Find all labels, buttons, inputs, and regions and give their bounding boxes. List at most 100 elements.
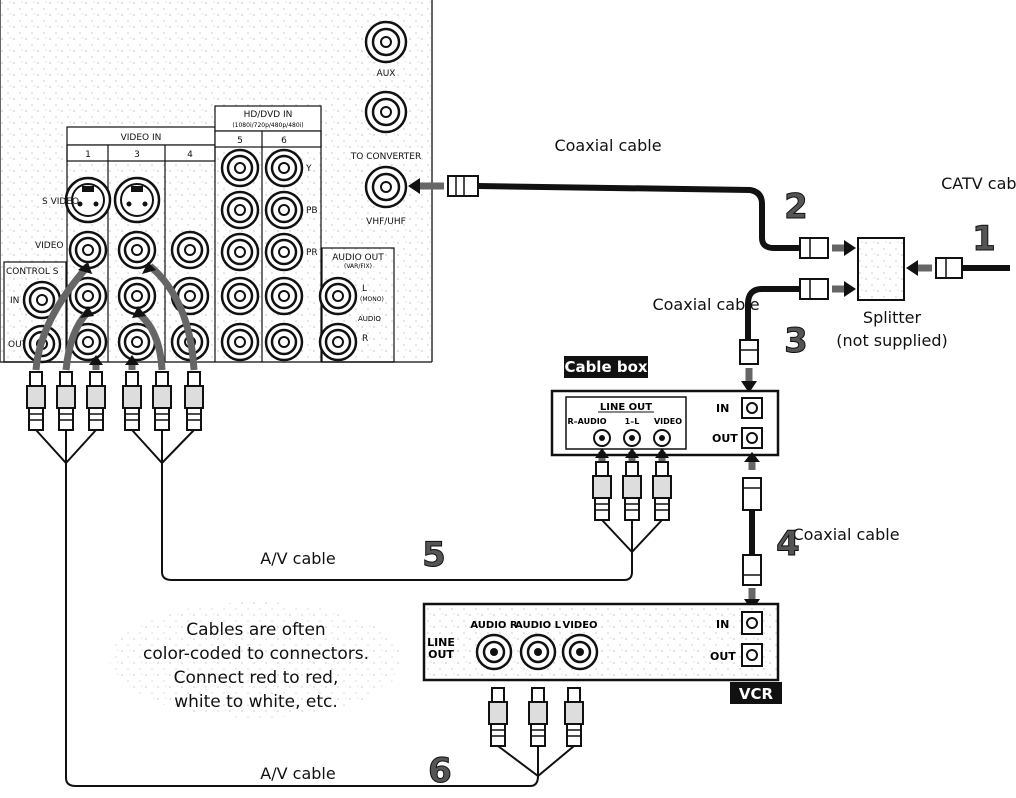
vcr-line-out-label: OUT (428, 648, 454, 661)
coax-plug-tv (408, 175, 479, 197)
s-video-jack-1[interactable] (64, 176, 112, 224)
cable-box-l-audio-label: 1–L (625, 417, 640, 426)
vhf-uhf-label: VHF/UHF (366, 217, 406, 227)
hd-5-y-jack[interactable] (220, 148, 260, 188)
s-video-label: S VIDEO (42, 197, 79, 207)
to-converter-jack[interactable] (364, 90, 408, 134)
cable-box-out-jack[interactable] (741, 427, 763, 449)
splitter-label: Splitter (863, 308, 922, 327)
cable-box-out-label: OUT (712, 432, 738, 445)
coaxial-cable-low-label: Coaxial cable (792, 525, 899, 544)
mono-label: (MONO) (360, 296, 384, 303)
av-cable-5-plugs (122, 371, 204, 431)
audio-out-label: AUDIO OUT (332, 253, 384, 263)
av-cable-5-label: A/V cable (260, 549, 335, 568)
audio-out-r-jack[interactable] (318, 322, 358, 362)
audio-out-r-label: R (362, 334, 368, 344)
cable-box-video-jack[interactable] (653, 429, 671, 447)
catv-cable-label: CATV cable (941, 174, 1016, 193)
cable-box-tag: Cable box (564, 358, 647, 376)
vcr-av-plugs (488, 687, 584, 747)
hd-formats-label: (1080i/720p/480p/480i) (232, 122, 303, 129)
tv-rear-panel: VIDEO IN 1 3 4 HD/DVD IN (1080i/720p/480… (0, 0, 433, 364)
hd-6-y-jack[interactable] (264, 148, 304, 188)
arrowheads-tv (78, 262, 156, 365)
coax-plug-cable-box (739, 339, 759, 393)
cable-box-audio-r-jack[interactable] (593, 429, 611, 447)
hd-5-audio-r-jack[interactable] (220, 322, 260, 362)
hd-dvd-in-label: HD/DVD IN (244, 110, 293, 120)
cable-box-r-audio-label: R–AUDIO (567, 417, 606, 426)
video-in-jack-4-label: 4 (187, 150, 193, 160)
cable-box-line-out-label: LINE OUT (600, 402, 652, 413)
vcr-audio-r-label: AUDIO R (470, 620, 518, 631)
cables (35, 183, 1010, 787)
cable-box-av-plugs (592, 448, 672, 521)
step-1: 1 (972, 219, 996, 259)
audio-out-l-label: L (362, 284, 367, 294)
step-5: 5 (422, 535, 446, 575)
pb-label: PB (306, 206, 318, 216)
to-converter-label: TO CONVERTER (350, 152, 421, 162)
control-s-label: CONTROL S (6, 267, 59, 277)
vcr-tag: VCR (739, 685, 774, 703)
vcr-video-jack[interactable] (561, 633, 599, 671)
not-supplied-label: (not supplied) (836, 331, 947, 350)
aux-antenna-jack[interactable] (364, 20, 408, 64)
note-line-1: Cables are often (186, 620, 325, 640)
step-3: 3 (784, 321, 808, 361)
coaxial-cable-top-label: Coaxial cable (554, 136, 661, 155)
hd-5-pr-jack[interactable] (220, 232, 260, 272)
coax-cable-4 (742, 452, 762, 611)
var-fix-label: (VAR/FIX) (344, 263, 372, 270)
cable-box: Cable box LINE OUT R–AUDIO 1–L VIDEO IN … (550, 356, 780, 457)
coaxial-cable-mid-label: Coaxial cable (652, 295, 759, 314)
vcr: VCR AUDIO R AUDIO L VIDEO LINE OUT IN OU… (422, 602, 782, 704)
av-cable-6-plugs (26, 371, 106, 431)
control-s-out-label: OUT (8, 340, 28, 350)
y-label: Y (305, 164, 312, 174)
hd-6-pb-jack[interactable] (264, 190, 304, 230)
step-6: 6 (428, 751, 452, 791)
hd-5-pb-jack[interactable] (220, 190, 260, 230)
hd-jack-6-label: 6 (281, 136, 287, 146)
hd-6-audio-l-jack[interactable] (264, 276, 304, 316)
video-in-4-video-jack[interactable] (170, 230, 210, 270)
vcr-audio-l-jack[interactable] (519, 633, 557, 671)
vcr-in-label: IN (716, 618, 729, 631)
note-line-2: color-coded to connectors. (143, 644, 369, 664)
hd-6-pr-jack[interactable] (264, 232, 304, 272)
note-line-4: white to white, etc. (174, 692, 338, 712)
video-in-3-video-jack[interactable] (117, 230, 157, 270)
vcr-in-jack[interactable] (741, 611, 763, 635)
hd-6-audio-r-jack[interactable] (264, 322, 304, 362)
s-video-jack-3[interactable] (113, 176, 161, 224)
video-in-label: VIDEO IN (121, 133, 162, 143)
audio-out-l-jack[interactable] (318, 276, 358, 316)
color-coding-note: Cables are often color-coded to connecto… (110, 602, 402, 718)
video-label: VIDEO (35, 241, 64, 251)
splitter (799, 237, 963, 301)
vcr-out-jack[interactable] (741, 643, 763, 667)
hd-jack-5-label: 5 (237, 136, 243, 146)
vhf-uhf-jack[interactable] (364, 165, 408, 209)
aux-label: AUX (377, 69, 396, 79)
control-s-in-label: IN (10, 296, 19, 306)
step-4: 4 (776, 524, 800, 564)
cable-box-in-jack[interactable] (741, 397, 763, 419)
video-in-jack-3-label: 3 (134, 150, 140, 160)
vcr-out-label: OUT (710, 650, 736, 663)
note-line-3: Connect red to red, (174, 668, 339, 688)
hd-5-audio-l-jack[interactable] (220, 276, 260, 316)
cable-box-audio-l-jack[interactable] (623, 429, 641, 447)
video-in-jack-1-label: 1 (85, 150, 91, 160)
vcr-audio-r-jack[interactable] (475, 633, 513, 671)
step-2: 2 (784, 187, 808, 227)
vcr-line-label: LINE (427, 636, 455, 649)
av-cable-6-label: A/V cable (260, 764, 335, 783)
cable-box-video-label: VIDEO (654, 417, 682, 426)
vcr-video-label: VIDEO (562, 620, 597, 631)
pr-label: PR (306, 248, 318, 258)
audio-label: AUDIO (358, 315, 381, 323)
